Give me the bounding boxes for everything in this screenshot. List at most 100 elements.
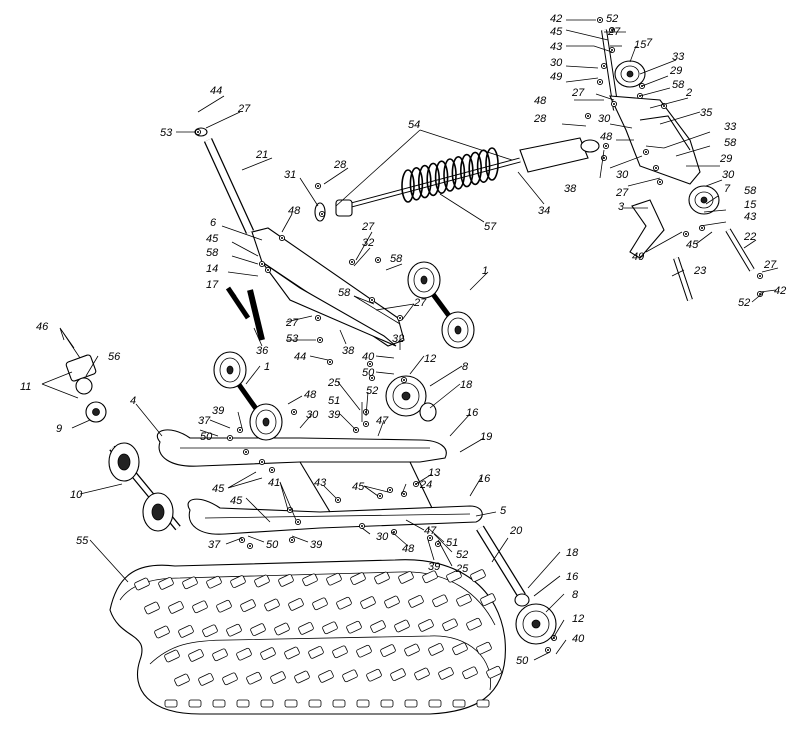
- callout-48: 48: [288, 205, 301, 217]
- track-cleat: [212, 699, 226, 708]
- leader-lines: [41, 19, 779, 661]
- track-cleat: [356, 644, 372, 658]
- callout-33: 33: [724, 121, 737, 133]
- bolt-center: [399, 317, 401, 319]
- track-cleat: [188, 649, 204, 662]
- hardware-fasteners: [194, 16, 764, 654]
- track-cleat: [154, 625, 170, 639]
- callout-2: 2: [685, 87, 692, 99]
- bolt-center: [245, 451, 247, 453]
- callout-49: 49: [550, 71, 562, 83]
- bolt-center: [365, 423, 367, 425]
- callout-40: 40: [572, 633, 585, 645]
- track-cleat: [446, 569, 462, 583]
- callout-20: 20: [509, 525, 523, 537]
- bolt-center: [403, 379, 405, 381]
- callout-45: 45: [550, 26, 563, 38]
- callout-19: 19: [480, 431, 492, 443]
- callout-27: 27: [607, 26, 621, 38]
- callout-11: 11: [20, 381, 31, 393]
- track-cleat: [360, 596, 376, 609]
- callout-17: 17: [206, 279, 219, 291]
- track-cleat: [390, 668, 406, 681]
- callout-37: 37: [198, 415, 211, 427]
- callout-38: 38: [342, 345, 355, 357]
- callout-27: 27: [237, 103, 251, 115]
- callout-49: 49: [632, 251, 644, 263]
- bolt-center: [393, 531, 395, 533]
- track-cleat: [350, 572, 366, 585]
- track-cleat: [312, 597, 328, 611]
- rear-arm-assembly: [601, 29, 755, 301]
- callout-7: 7: [646, 37, 653, 49]
- callout-28: 28: [333, 159, 347, 171]
- bolt-center: [587, 115, 589, 117]
- track-cleat: [466, 617, 482, 631]
- callout-51: 51: [328, 395, 340, 407]
- wheel-7-lower: [688, 185, 720, 215]
- callout-50: 50: [516, 655, 529, 667]
- bolt-center: [197, 131, 199, 133]
- callout-51: 51: [446, 537, 458, 549]
- callout-35: 35: [700, 107, 713, 119]
- track-cleat: [394, 619, 410, 633]
- bolt-center: [293, 411, 295, 413]
- bolt-center: [603, 65, 605, 67]
- track-cleat: [182, 576, 198, 590]
- bolt-center: [317, 317, 319, 319]
- bolt-center: [701, 227, 703, 229]
- callout-31: 31: [284, 169, 296, 181]
- track-cleat: [356, 699, 370, 708]
- track-cleat: [164, 649, 180, 663]
- callout-18: 18: [460, 379, 473, 391]
- callout-43: 43: [744, 211, 757, 223]
- bolt-center: [291, 539, 293, 541]
- bolt-center: [329, 361, 331, 363]
- track-cleat: [404, 699, 418, 708]
- wheel-8-front: [385, 375, 437, 422]
- bolt-center: [241, 539, 243, 541]
- bolt-center: [599, 81, 601, 83]
- track-cleat: [192, 600, 208, 614]
- track-cleat: [216, 599, 232, 613]
- track-cleat: [380, 699, 394, 708]
- spring-coil: [417, 164, 432, 199]
- spring-coil: [459, 153, 474, 188]
- callout-39: 39: [212, 405, 224, 417]
- callout-52: 52: [738, 297, 750, 309]
- callout-42: 42: [550, 13, 562, 25]
- callout-32: 32: [362, 237, 374, 249]
- track-cleat: [144, 601, 160, 615]
- callout-4: 4: [130, 395, 136, 407]
- track-cleat: [332, 699, 346, 708]
- bolt-center: [371, 377, 373, 379]
- callout-48: 48: [534, 95, 547, 107]
- bolt-center: [271, 469, 273, 471]
- spring-coil: [485, 147, 499, 181]
- track-cleat: [438, 667, 454, 680]
- bolt-center: [229, 437, 231, 439]
- callout-8: 8: [462, 361, 469, 373]
- track-cleat: [476, 699, 490, 708]
- callout-3: 3: [618, 201, 625, 213]
- spring-coil: [426, 162, 441, 197]
- callout-48: 48: [304, 389, 317, 401]
- track-cleat: [270, 671, 286, 684]
- bolt-center: [437, 543, 439, 545]
- track-cleat: [284, 699, 298, 708]
- callout-32: 32: [392, 333, 404, 345]
- bolt-center: [685, 233, 687, 235]
- bolt-center: [351, 261, 353, 263]
- track-cleat: [332, 645, 348, 659]
- spring-coil: [468, 151, 483, 186]
- track-cleat: [294, 670, 310, 684]
- spring-coil: [451, 156, 466, 190]
- callout-50: 50: [266, 539, 279, 551]
- callout-18: 18: [566, 547, 579, 559]
- callout-45: 45: [206, 233, 219, 245]
- callout-44: 44: [294, 351, 306, 363]
- track-cleat: [462, 666, 478, 680]
- callout-29: 29: [719, 153, 732, 165]
- bolt-center: [377, 259, 379, 261]
- track-cleat: [342, 669, 358, 683]
